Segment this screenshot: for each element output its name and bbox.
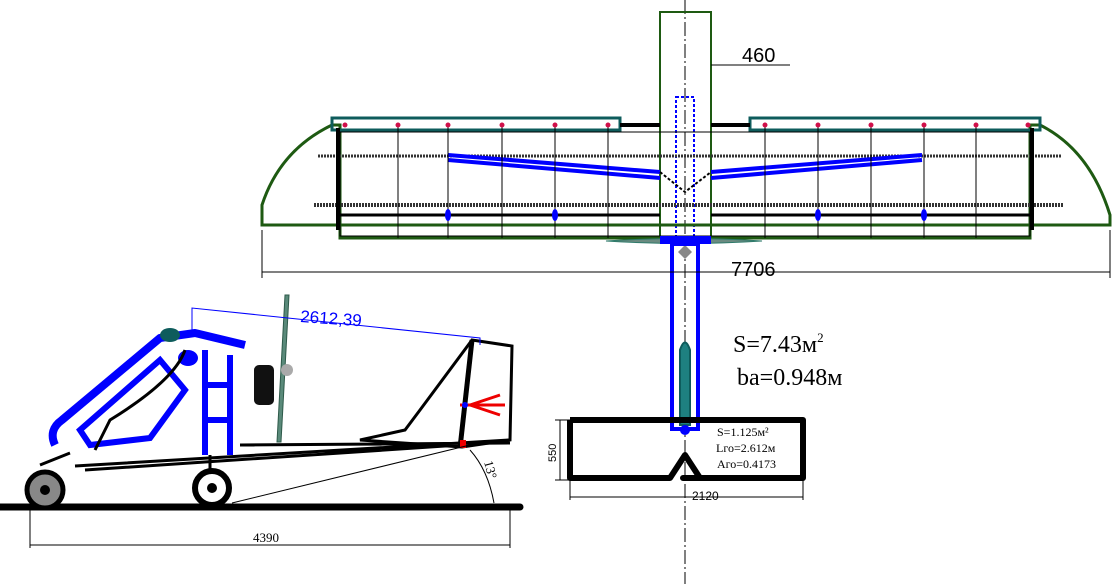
tail-outline [567,417,806,481]
dim-550: 550 [547,444,559,462]
main-gear-frame [202,350,233,455]
fin-outline [359,338,514,449]
aileron-left [330,116,622,132]
strut-right [710,153,923,180]
ribs [397,125,977,238]
rudder-post [457,339,475,449]
prop-spinner [281,364,293,376]
dim-4390: 4390 [253,530,279,545]
hinge-points [342,122,1031,128]
angle-arc [469,449,495,504]
side-view: 13° 2612,39 4390 [0,294,524,548]
wing-area: S=7.43м2 [733,330,824,358]
dim-line-span [261,230,1111,278]
windshield-top [160,328,180,342]
dim-2120: 2120 [692,489,719,503]
top-view: 460 7706 S=7.43м2 ba=0.948м [260,0,1112,584]
vertical-fin-top [679,341,691,426]
dim-line-550 [555,419,570,481]
tail-hinge [680,425,690,435]
pilot-body [93,349,187,451]
wing-outline [260,123,1112,240]
dim-span: 7706 [731,259,776,281]
cage-inner [76,355,189,449]
strut-left [447,153,661,180]
tail-volume: Aго=0.4173 [717,457,776,471]
tip-back-line [231,444,471,504]
nose-wheel-hub [40,485,50,495]
dim-line-4390 [29,510,511,548]
dim-angle: 13° [481,459,500,480]
horizontal-tail: 550 2120 S=1.125м² Lго=2.612м Aго=0.4173 [547,417,806,503]
engine [254,365,274,405]
dim-line-2120 [569,480,804,500]
strut-junction [659,171,712,194]
dim-line-2612 [191,307,481,345]
engine-mount [660,236,711,244]
tail-skid [460,440,466,448]
tail-area: S=1.125м² [717,425,769,439]
dim-460: 460 [742,45,775,67]
hinge-side [462,402,468,408]
cage-outer [48,329,246,447]
dim-2612: 2612,39 [300,307,363,330]
fuselage-keel [39,438,511,472]
main-wheel-hub [207,483,217,493]
spinner [678,245,692,259]
strut-fittings [445,209,927,221]
aileron-right [748,116,1042,132]
mean-aero-chord: ba=0.948м [737,365,842,391]
tail-arm: Lго=2.612м [716,441,776,455]
